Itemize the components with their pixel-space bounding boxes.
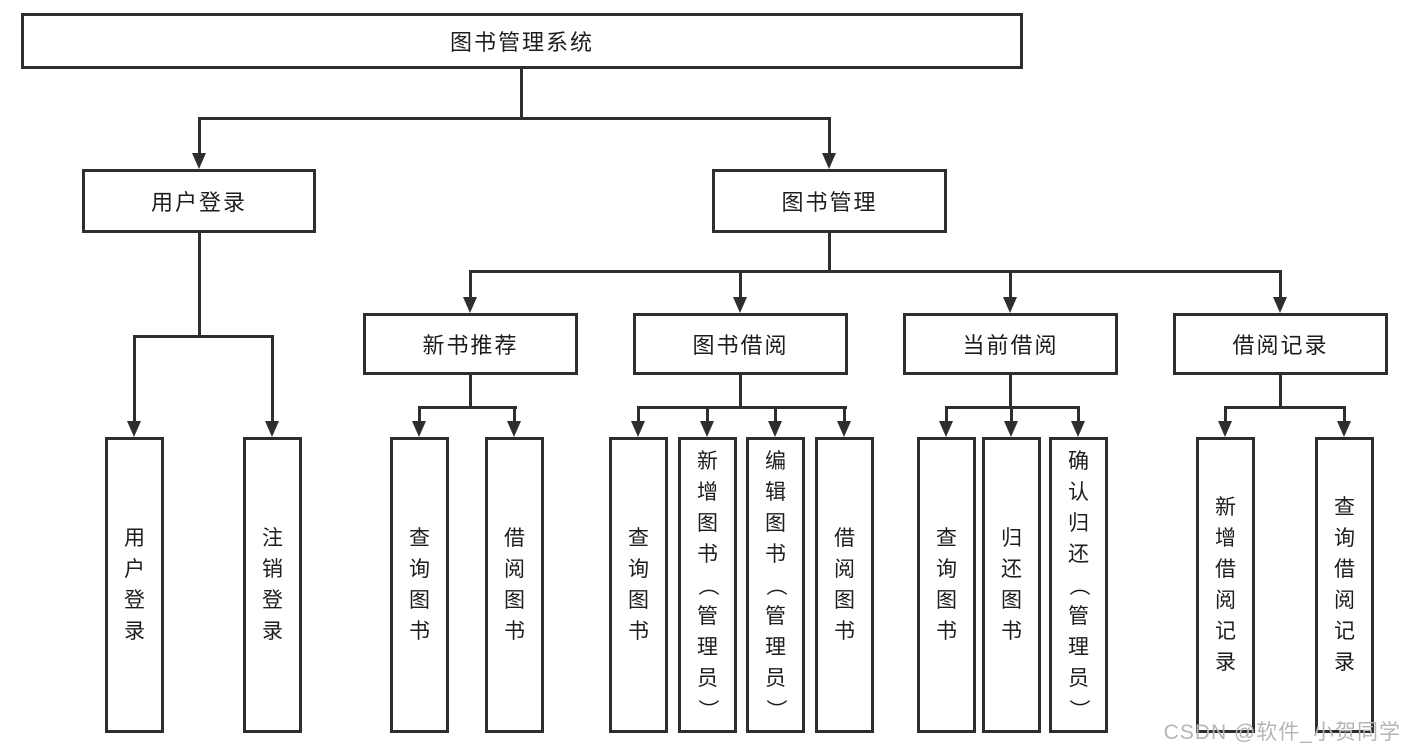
leaf-edit-books-admin: 编辑图书（管理员）: [746, 437, 805, 733]
connector-line: [1010, 406, 1013, 421]
node-label: 借阅图书: [834, 527, 855, 643]
connector-line: [706, 406, 709, 421]
leaf-add-books-admin: 新增图书（管理员）: [678, 437, 737, 733]
connector-line: [739, 270, 742, 297]
arrowhead-down: [631, 421, 645, 437]
connector-line: [418, 406, 421, 421]
arrowhead-down: [412, 421, 426, 437]
connector-line: [774, 406, 777, 421]
connector-line: [520, 69, 523, 120]
leaf-query-borrow-record: 查询借阅记录: [1315, 437, 1374, 733]
node-label: 新增借阅记录: [1215, 496, 1236, 674]
connector-line: [843, 406, 846, 421]
node-label: 查询借阅记录: [1334, 496, 1355, 674]
connector-line: [271, 335, 274, 421]
node-label: 用户登录: [124, 527, 145, 643]
node-label: 图书管理系统: [449, 30, 594, 55]
arrowhead-down: [1003, 297, 1017, 313]
leaf-confirm-return-admin: 确认归还（管理员）: [1049, 437, 1108, 733]
connector-line: [1343, 406, 1346, 421]
connector-line: [418, 406, 517, 409]
connector-line: [198, 117, 831, 120]
arrowhead-down: [463, 297, 477, 313]
connector-line: [133, 335, 274, 338]
node-label: 查询图书: [628, 527, 649, 643]
arrowhead-down: [192, 153, 206, 169]
arrowhead-down: [837, 421, 851, 437]
connector-line: [828, 233, 831, 273]
node-label: 新增图书（管理员）: [696, 449, 719, 720]
node-label: 图书管理: [781, 190, 878, 215]
connector-line: [945, 406, 948, 421]
leaf-borrow-books: 借阅图书: [815, 437, 874, 733]
leaf-user-login: 用户登录: [105, 437, 164, 733]
node-label: 查询图书: [936, 527, 957, 643]
node-label: 图书借阅: [692, 333, 789, 358]
arrowhead-down: [1337, 421, 1351, 437]
leaf-borrow-books-recommend: 借阅图书: [485, 437, 544, 733]
connector-line: [637, 406, 640, 421]
connector-line: [469, 270, 472, 297]
connector-line: [133, 335, 136, 421]
node-new-book-recommend: 新书推荐: [363, 313, 578, 375]
arrowhead-down: [822, 153, 836, 169]
connector-line: [1224, 406, 1346, 409]
node-user-login: 用户登录: [82, 169, 316, 233]
node-label: 确认归还（管理员）: [1067, 449, 1090, 720]
connector-line: [513, 406, 516, 421]
connector-line: [1279, 270, 1282, 297]
leaf-logout: 注销登录: [243, 437, 302, 733]
node-library-management-system: 图书管理系统: [21, 13, 1023, 69]
connector-line: [828, 117, 831, 154]
arrowhead-down: [733, 297, 747, 313]
leaf-query-books-borrowing: 查询图书: [609, 437, 668, 733]
node-label: 当前借阅: [962, 333, 1059, 358]
node-label: 借阅图书: [504, 527, 525, 643]
leaf-query-books-recommend: 查询图书: [390, 437, 449, 733]
node-current-borrowing: 当前借阅: [903, 313, 1118, 375]
connector-line: [1077, 406, 1080, 421]
arrowhead-down: [1273, 297, 1287, 313]
node-borrowing-records: 借阅记录: [1173, 313, 1388, 375]
node-label: 用户登录: [150, 190, 247, 215]
node-label: 借阅记录: [1232, 333, 1329, 358]
leaf-add-borrow-record: 新增借阅记录: [1196, 437, 1255, 733]
node-label: 查询图书: [409, 527, 430, 643]
arrowhead-down: [939, 421, 953, 437]
connector-line: [1009, 270, 1012, 297]
node-label: 归还图书: [1001, 527, 1022, 643]
connector-line: [1279, 375, 1282, 409]
arrowhead-down: [1071, 421, 1085, 437]
connector-line: [1224, 406, 1227, 421]
leaf-return-books: 归还图书: [982, 437, 1041, 733]
arrowhead-down: [265, 421, 279, 437]
node-label: 新书推荐: [422, 333, 519, 358]
arrowhead-down: [127, 421, 141, 437]
csdn-watermark: CSDN @软件_小贺同学: [1163, 721, 1401, 744]
connector-line: [739, 375, 742, 409]
arrowhead-down: [1218, 421, 1232, 437]
connector-line: [198, 117, 201, 154]
leaf-query-books-current: 查询图书: [917, 437, 976, 733]
connector-line: [198, 233, 201, 338]
node-book-management: 图书管理: [712, 169, 947, 233]
arrowhead-down: [700, 421, 714, 437]
connector-line: [469, 375, 472, 409]
node-label: 注销登录: [262, 527, 283, 643]
connector-line: [469, 270, 1282, 273]
arrowhead-down: [768, 421, 782, 437]
connector-line: [637, 406, 847, 409]
node-book-borrowing: 图书借阅: [633, 313, 848, 375]
arrowhead-down: [507, 421, 521, 437]
connector-line: [1009, 375, 1012, 409]
arrowhead-down: [1004, 421, 1018, 437]
node-label: 编辑图书（管理员）: [764, 449, 787, 720]
